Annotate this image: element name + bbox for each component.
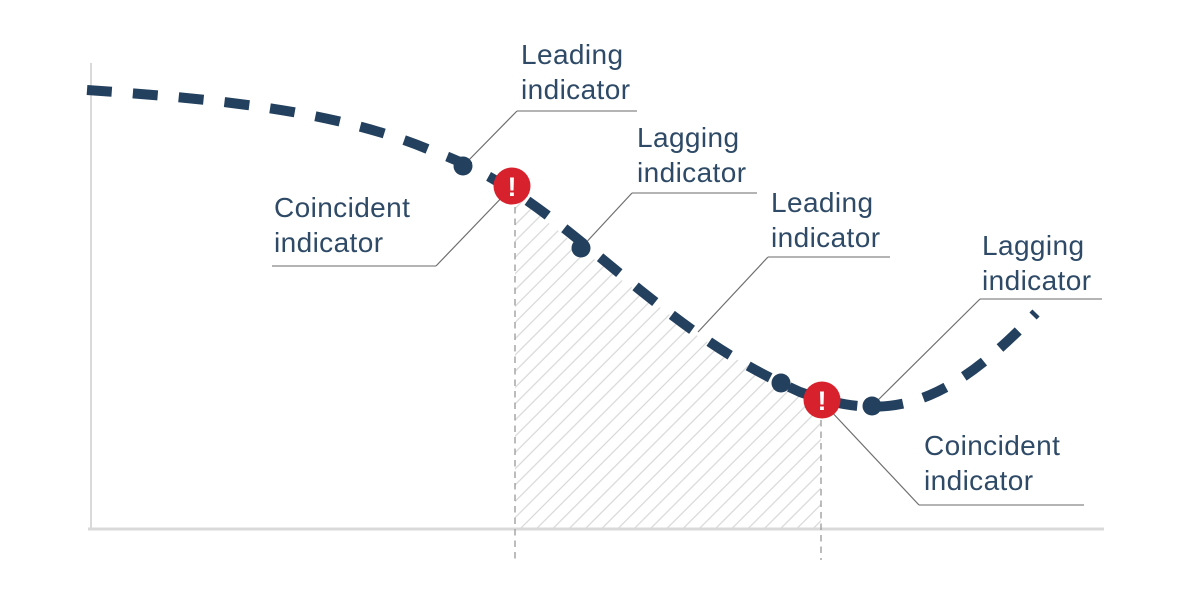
label-line2: indicator bbox=[771, 222, 880, 253]
recession-shaded-area bbox=[515, 190, 821, 529]
lagging-indicator-dot-top bbox=[571, 238, 591, 258]
label-connector-coincident-right bbox=[827, 407, 1084, 506]
label-lagging-indicator-right: Lagging indicator bbox=[982, 230, 1091, 296]
leader-line bbox=[462, 110, 518, 167]
leader-line bbox=[435, 190, 509, 267]
label-line2: indicator bbox=[924, 465, 1033, 496]
lagging-indicator-dot-recovery bbox=[862, 396, 882, 416]
label-connector-leading-top bbox=[462, 110, 637, 167]
label-connector-coincident-left bbox=[272, 190, 509, 267]
business-cycle-curve bbox=[86, 85, 1040, 412]
coincident-alert-marker-left: ! bbox=[493, 167, 531, 205]
label-connector-lagging-right bbox=[871, 298, 1102, 407]
label-coincident-indicator-left: Coincident indicator bbox=[274, 192, 410, 258]
label-coincident-indicator-right: Coincident indicator bbox=[924, 430, 1060, 496]
leader-line bbox=[580, 192, 633, 249]
label-line2: indicator bbox=[982, 265, 1091, 296]
leader-line bbox=[871, 298, 981, 407]
label-line1: Lagging bbox=[982, 230, 1084, 261]
alert-circle bbox=[493, 167, 531, 205]
label-line1: Coincident bbox=[924, 430, 1060, 461]
coincident-alert-marker-right: ! bbox=[803, 381, 841, 419]
label-line2: indicator bbox=[521, 74, 630, 105]
label-line1: Leading bbox=[771, 187, 873, 218]
label-leading-indicator-top: Leading indicator bbox=[521, 39, 630, 105]
leading-indicator-dot-top bbox=[453, 156, 473, 176]
label-connector-lagging-top bbox=[580, 192, 757, 249]
label-line1: Coincident bbox=[274, 192, 410, 223]
exclamation-icon: ! bbox=[508, 172, 517, 202]
label-line2: indicator bbox=[274, 227, 383, 258]
leading-indicator-dot-trough bbox=[771, 373, 791, 393]
label-line2: indicator bbox=[637, 157, 746, 188]
leader-line bbox=[697, 256, 769, 333]
label-leading-indicator-mid: Leading indicator bbox=[771, 187, 880, 253]
label-line1: Lagging bbox=[637, 122, 739, 153]
label-connector-leading-mid bbox=[697, 256, 890, 333]
label-line1: Leading bbox=[521, 39, 623, 70]
exclamation-icon: ! bbox=[818, 386, 827, 416]
alert-circle bbox=[803, 381, 841, 419]
leader-line bbox=[827, 407, 920, 506]
label-lagging-indicator-top: Lagging indicator bbox=[637, 122, 746, 188]
